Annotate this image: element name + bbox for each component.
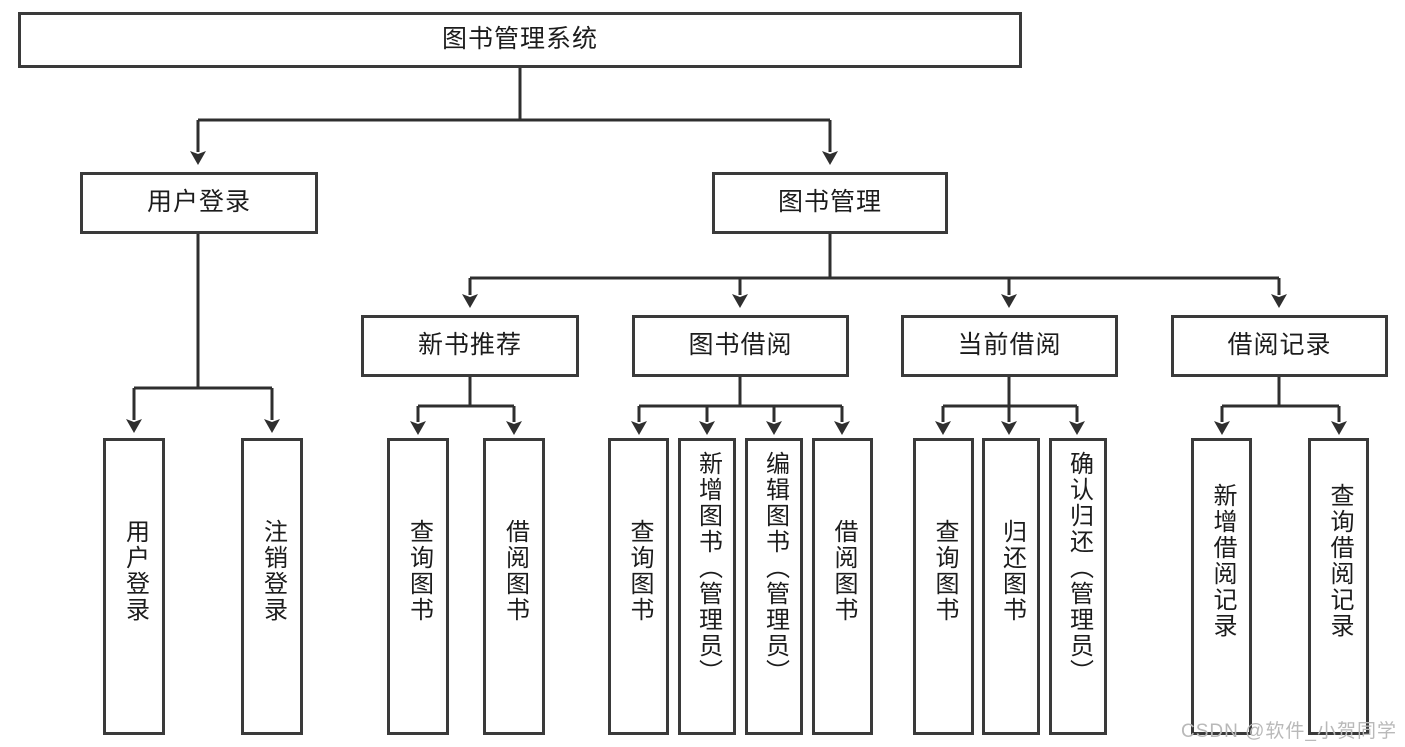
leaf-user-login[interactable]: 用户登录 bbox=[103, 438, 165, 735]
node-book-manage[interactable]: 图书管理 bbox=[712, 172, 948, 234]
node-label: 图书管理系统 bbox=[441, 25, 598, 54]
node-book-borrow[interactable]: 图书借阅 bbox=[632, 315, 849, 377]
node-label: 新书推荐 bbox=[417, 331, 522, 360]
leaf-confirm-return[interactable]: 确认归还（管理员） bbox=[1049, 438, 1107, 735]
node-label: 借阅记录 bbox=[1227, 331, 1332, 360]
leaf-add-book[interactable]: 新增图书（管理员） bbox=[678, 438, 736, 735]
leaf-query-book-2[interactable]: 查询图书 bbox=[608, 438, 669, 735]
node-label: 借阅图书 bbox=[501, 519, 529, 623]
leaf-borrow-book-2[interactable]: 借阅图书 bbox=[812, 438, 873, 735]
node-label: 图书管理 bbox=[777, 188, 882, 217]
leaf-query-book-1[interactable]: 查询图书 bbox=[387, 438, 449, 735]
leaf-query-borrow-record[interactable]: 查询借阅记录 bbox=[1308, 438, 1369, 735]
node-label: 注销登录 bbox=[259, 519, 287, 623]
leaf-query-book-3[interactable]: 查询图书 bbox=[913, 438, 974, 735]
node-label: 用户登录 bbox=[146, 188, 251, 217]
node-label: 当前借阅 bbox=[957, 331, 1062, 360]
node-current-borrow[interactable]: 当前借阅 bbox=[901, 315, 1118, 377]
node-label: 查询借阅记录 bbox=[1325, 483, 1353, 639]
leaf-logout-login[interactable]: 注销登录 bbox=[241, 438, 303, 735]
node-borrow-record[interactable]: 借阅记录 bbox=[1171, 315, 1388, 377]
node-label: 查询图书 bbox=[625, 519, 653, 623]
node-label: 图书借阅 bbox=[688, 331, 793, 360]
leaf-add-borrow-record[interactable]: 新增借阅记录 bbox=[1191, 438, 1252, 735]
node-label: 新增图书（管理员） bbox=[694, 451, 722, 685]
node-user-login[interactable]: 用户登录 bbox=[80, 172, 318, 234]
node-label: 编辑图书（管理员） bbox=[761, 451, 789, 685]
watermark-text: CSDN @软件_小贺同学 bbox=[1181, 721, 1397, 742]
node-label: 用户登录 bbox=[121, 519, 149, 623]
leaf-return-book[interactable]: 归还图书 bbox=[982, 438, 1040, 735]
node-label: 查询图书 bbox=[405, 519, 433, 623]
node-label: 新增借阅记录 bbox=[1208, 483, 1236, 639]
node-new-book-recommend[interactable]: 新书推荐 bbox=[361, 315, 579, 377]
leaf-edit-book[interactable]: 编辑图书（管理员） bbox=[745, 438, 803, 735]
node-label: 归还图书 bbox=[998, 519, 1026, 623]
node-label: 借阅图书 bbox=[829, 519, 857, 623]
leaf-borrow-book-1[interactable]: 借阅图书 bbox=[483, 438, 545, 735]
node-label: 查询图书 bbox=[930, 519, 958, 623]
node-label: 确认归还（管理员） bbox=[1065, 451, 1093, 685]
node-root-system[interactable]: 图书管理系统 bbox=[18, 12, 1022, 68]
